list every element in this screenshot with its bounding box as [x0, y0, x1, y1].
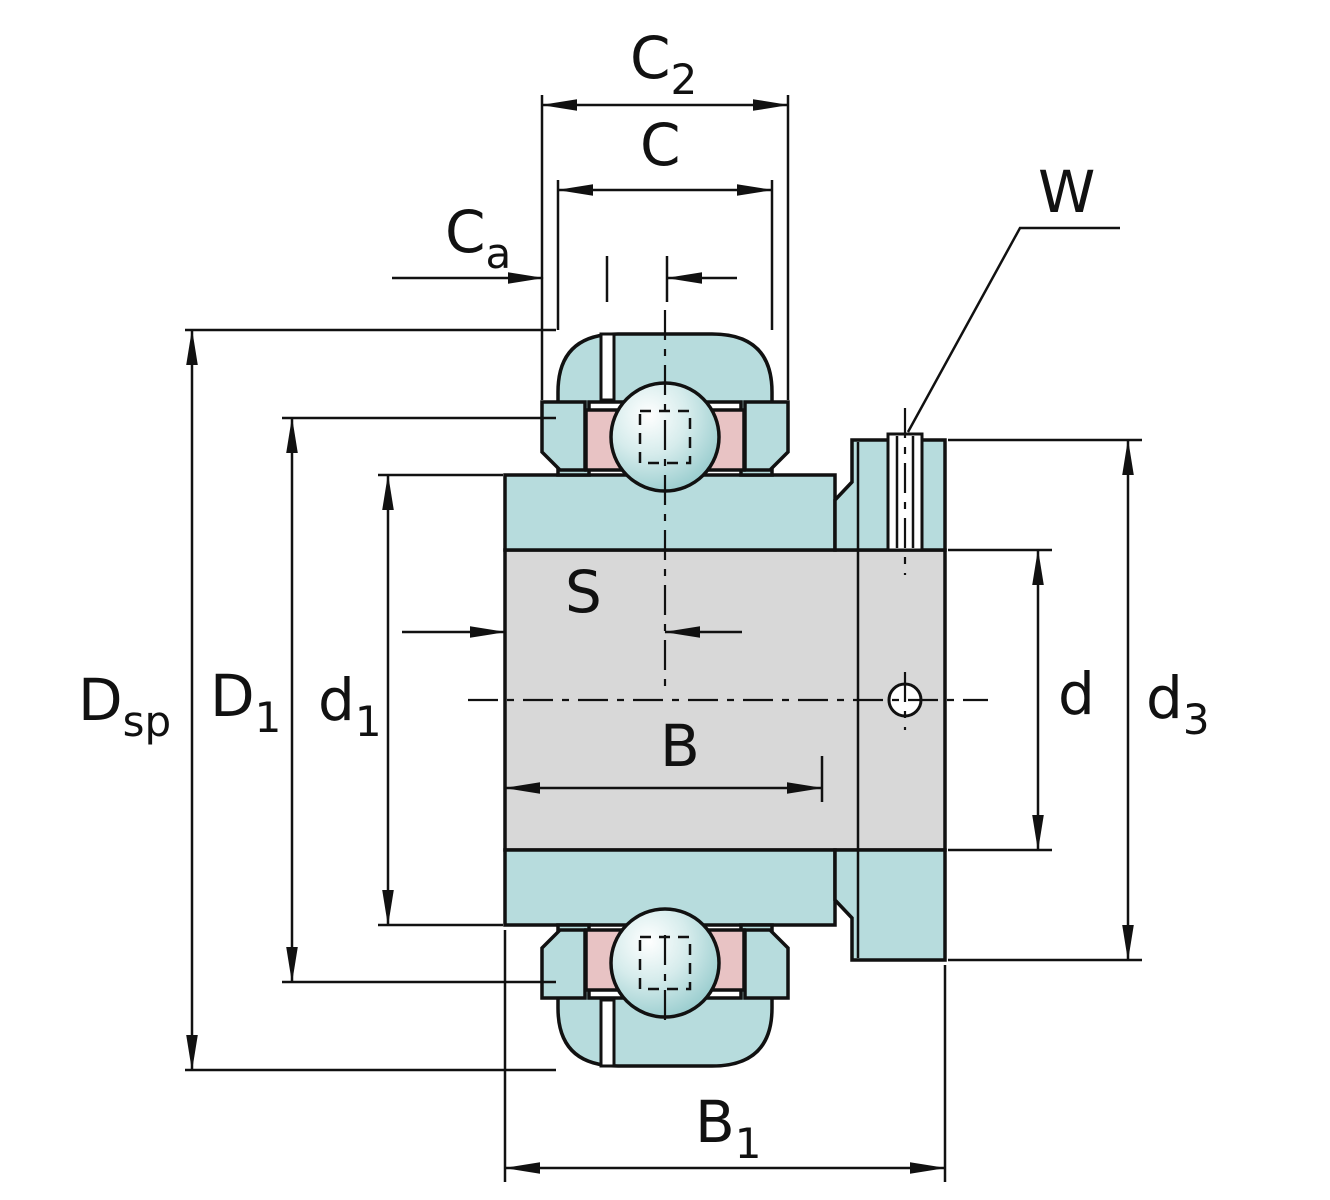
- label-w: W: [1038, 158, 1095, 226]
- lube-slot-upper: [599, 332, 616, 402]
- dimension-labels: C2 C Ca W S B B1 Dsp D1 d1 d d3: [78, 24, 1210, 1168]
- locking-collar-lower: [833, 848, 947, 962]
- label-d1-outer: D1: [210, 662, 281, 742]
- flinger-left-upper: [540, 400, 587, 472]
- flinger-right-lower: [743, 928, 790, 1000]
- label-d1-inner: d1: [318, 666, 382, 746]
- leader-w: [906, 226, 1120, 433]
- flinger-left-lower: [540, 928, 587, 1000]
- dimension-lines: [186, 99, 1134, 1174]
- label-c: C: [640, 111, 681, 179]
- flinger-right-upper: [743, 400, 790, 472]
- label-b1: B1: [695, 1088, 762, 1168]
- label-ca: Ca: [445, 198, 511, 278]
- label-c2: C2: [630, 24, 697, 104]
- label-d: d: [1058, 660, 1095, 728]
- label-dsp: Dsp: [78, 666, 171, 746]
- extension-lines: [185, 95, 1142, 1182]
- lube-slot-lower: [599, 998, 616, 1068]
- label-s: S: [565, 558, 602, 626]
- label-b: B: [660, 712, 700, 780]
- label-d3: d3: [1146, 664, 1210, 744]
